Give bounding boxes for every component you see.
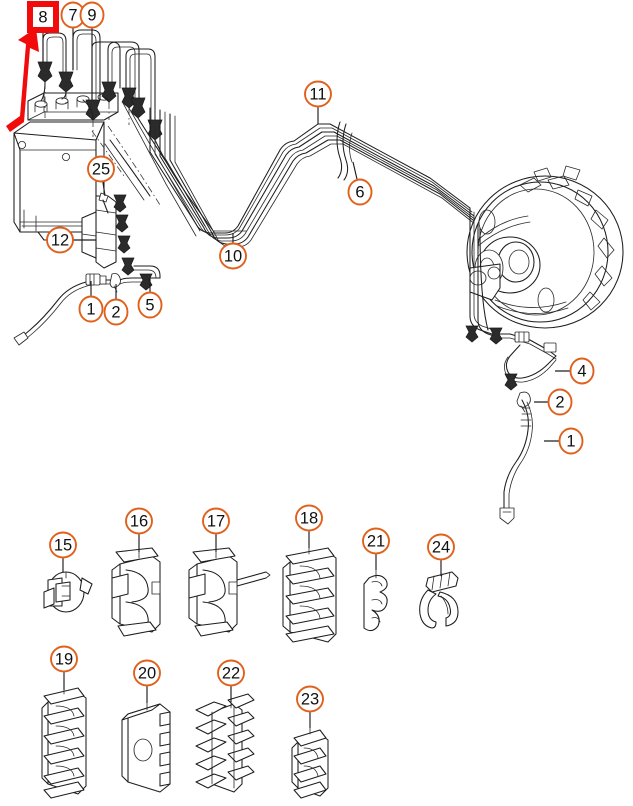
clip-23 <box>291 727 329 799</box>
callout-number: 20 <box>138 665 156 683</box>
callout-number: 10 <box>224 248 242 266</box>
callout-25[interactable]: 25 <box>87 155 115 183</box>
callout-18[interactable]: 18 <box>295 504 323 532</box>
callout-number: 4 <box>577 363 586 381</box>
callout-ring <box>217 659 245 687</box>
callout-number: 17 <box>207 513 225 531</box>
brake-booster <box>466 165 624 329</box>
callout-ring <box>87 155 115 183</box>
callout-10[interactable]: 10 <box>219 242 247 270</box>
callout-ring <box>79 1 105 29</box>
callout-2[interactable]: 2 <box>103 298 129 326</box>
callout-ring <box>46 226 74 254</box>
callout-number: 1 <box>566 433 575 451</box>
callout-number: 21 <box>367 533 385 551</box>
bundle-strap <box>336 121 353 181</box>
callout-number: 12 <box>51 232 69 250</box>
callout-ring <box>427 533 455 561</box>
callout-number: 7 <box>68 7 77 25</box>
red-annotation <box>6 28 39 132</box>
callout-21[interactable]: 21 <box>362 527 390 555</box>
callout-ring <box>49 531 77 559</box>
callout-number: 16 <box>130 513 148 531</box>
callout-6[interactable]: 6 <box>347 178 373 206</box>
callout-4[interactable]: 4 <box>569 357 595 385</box>
booster-connection-lines <box>465 207 557 525</box>
booster-ribs <box>519 165 615 311</box>
callout-number: 24 <box>432 539 450 557</box>
callout-ring <box>347 178 373 206</box>
callout-number: 15 <box>54 537 72 555</box>
right-fittings <box>465 325 557 353</box>
callout-ring <box>50 645 78 673</box>
bolt-25 <box>98 192 109 214</box>
callout-8[interactable]: 8 <box>27 1 59 33</box>
callout-ring <box>137 291 163 319</box>
callout-12[interactable]: 12 <box>46 226 74 254</box>
line-fittings <box>37 61 163 141</box>
callout-number: 9 <box>87 7 96 25</box>
callout-16[interactable]: 16 <box>125 507 153 535</box>
callout-ring <box>103 298 129 326</box>
callout-ring <box>296 685 324 713</box>
clip-18 <box>282 547 337 643</box>
callout-24[interactable]: 24 <box>427 533 455 561</box>
callout-1[interactable]: 1 <box>78 295 104 323</box>
callout-7[interactable]: 7 <box>60 1 86 29</box>
callout-9[interactable]: 9 <box>79 1 105 29</box>
callout-number: 8 <box>38 9 47 27</box>
highlight-box <box>27 1 59 33</box>
callout-number: 25 <box>92 161 110 179</box>
callout-number: 6 <box>355 184 364 202</box>
callout-number: 5 <box>145 297 154 315</box>
callout-22[interactable]: 22 <box>217 659 245 687</box>
callout-number: 1 <box>86 301 95 319</box>
callout-1[interactable]: 1 <box>558 427 584 455</box>
mounting-bracket-assembly <box>81 192 161 279</box>
callout-ring <box>125 507 153 535</box>
clip-19 <box>41 687 87 799</box>
hose-union-1 <box>85 273 107 286</box>
callout-ring <box>304 80 332 108</box>
clip-20 <box>121 702 171 793</box>
callout-number: 18 <box>300 510 318 528</box>
red-pointer-arrow <box>6 28 39 132</box>
callout-ring <box>78 295 104 323</box>
hose-clip-2b <box>504 373 531 413</box>
clip-16 <box>111 547 161 637</box>
callout-ring <box>569 357 595 385</box>
callout-ring <box>547 388 573 416</box>
callout-15[interactable]: 15 <box>49 531 77 559</box>
callout-19[interactable]: 19 <box>50 645 78 673</box>
callout-20[interactable]: 20 <box>133 659 161 687</box>
callout-ring <box>219 242 247 270</box>
callout-ring <box>133 659 161 687</box>
callout-number: 11 <box>309 86 326 104</box>
clip-24 <box>419 571 459 629</box>
clip-17 <box>188 547 271 637</box>
callout-number: 22 <box>222 665 240 683</box>
callout-ring <box>202 507 230 535</box>
callout-11[interactable]: 11 <box>304 80 332 108</box>
callout-5[interactable]: 5 <box>137 291 163 319</box>
callout-number: 23 <box>301 691 319 709</box>
callout-number: 2 <box>111 304 120 322</box>
callout-number: 2 <box>555 394 564 412</box>
callout-23[interactable]: 23 <box>296 685 324 713</box>
callout-ring <box>558 427 584 455</box>
callout-number: 19 <box>55 651 73 669</box>
clip-22 <box>195 693 255 793</box>
callout-17[interactable]: 17 <box>202 507 230 535</box>
clip-15 <box>43 571 93 613</box>
callout-2[interactable]: 2 <box>547 388 573 416</box>
callout-ring <box>362 527 390 555</box>
brake-hose-lower-left <box>13 273 153 346</box>
clip-21 <box>363 569 388 632</box>
brake-line-bundle <box>149 107 481 248</box>
hose-clip-2 <box>109 273 121 293</box>
callout-ring <box>295 504 323 532</box>
